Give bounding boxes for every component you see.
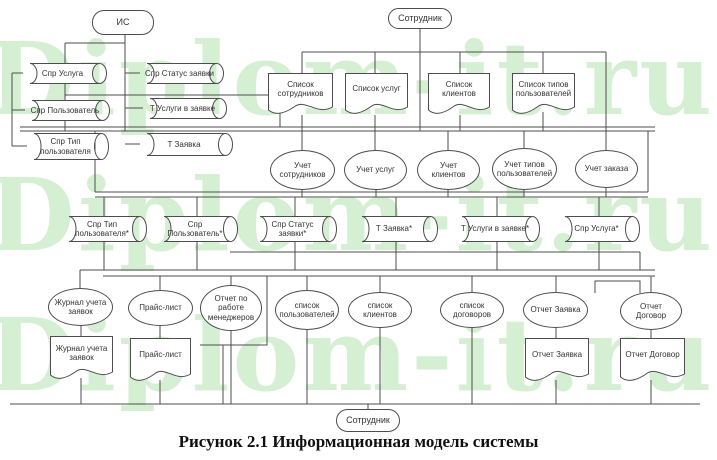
node-label: Журнал учета заявок [55,343,108,362]
cylinder-shape [146,63,224,84]
node-label: Учет услуг [356,165,395,175]
document-shape [428,73,490,114]
cylinder-shape [149,98,227,119]
node-spr-status-zayavki-2: Спр Статус заявки* [253,216,337,242]
node-t-zayavka: Т Заявка [140,133,233,156]
node-t-uslugi-v-zayavke: Т Услуги в заявке [143,98,227,119]
cylinder-shape [33,133,109,160]
node-label: Отчет Договор [625,350,680,360]
node-label: Прайс-лист [139,303,182,313]
node-label: Сотрудник [398,13,442,24]
node-label: Список услуг [352,84,401,94]
cylinder-shape [564,216,640,242]
node-label: Спр Тип пользователя* [75,219,129,238]
node-prajs-list: Прайс-лист [128,290,193,326]
node-spisok-uslug: Список услуг [345,73,408,115]
node-label: Спр Услуга* [574,224,619,234]
node-label: Журнал учета заявок [54,297,107,316]
node-label: список пользователей [279,300,335,319]
node-label: Спр Услуга [41,68,84,78]
document-shape [50,336,113,379]
cylinder-shape [461,216,540,242]
node-spisok-tipov-polzovatelej: Список типов пользователей [512,73,575,115]
node-label: Учет сотрудников [279,160,326,179]
node-zhurnal-ucheta-zayavok: Журнал учета заявок [48,288,113,326]
node-label: список клиентов [363,300,397,319]
node-spr-usluga-2: Спр Услуга* [558,216,640,242]
node-spr-usluga: Спр Услуга [23,63,107,84]
node-label: Спр Статус заявки* [271,219,314,238]
node-label: Список типов пользователей [515,79,572,98]
node-spisok-klientov-2: список клиентов [348,292,412,328]
cylinder-shape [146,133,233,156]
node-spr-polzovatel-2: Спр Пользователь* [157,216,238,242]
node-label: Спр Пользователь* [167,219,223,238]
node-otchet-dogovor-doc: Отчет Договор [620,338,685,382]
connector-line [594,280,641,293]
node-prajs-list-doc: Прайс-лист [130,338,191,382]
node-uchet-tipov-polzovatelej: Учет типов пользователей [492,148,557,190]
node-spisok-klientov: Список клиентов [428,73,490,115]
node-label: Т Заявка [167,139,201,149]
node-label: Учет клиентов [431,160,466,179]
cylinder-shape [163,216,238,242]
node-zhurnal-ucheta-zayavok-doc: Журнал учета заявок [50,336,113,380]
node-spisok-dogovorov: список договоров [440,292,504,328]
node-uchet-zakaza: Учет заказа [575,150,638,188]
node-label: Т Услуги в заявке [149,103,216,113]
node-label: Учет заказа [584,164,629,174]
node-label: Спр Статус заявки [145,68,214,78]
document-shape [512,73,575,114]
document-shape [268,73,333,114]
node-label: список договоров [452,300,492,319]
node-label: Отчет Договор [635,301,667,320]
node-uchet-sotrudnikov: Учет сотрудников [270,150,335,190]
node-label: Сотрудник [346,415,390,426]
node-spr-tip-polzovatelya-2: Спр Тип пользователя* [62,216,147,242]
node-spr-tip-polzovatelya: Спр Тип пользователя [27,133,109,160]
cylinder-shape [259,216,337,242]
node-otchet-zayavka-doc: Отчет Заявка [525,338,589,382]
node-otchet-dogovor: Отчет Договор [620,292,682,330]
node-label: Список сотрудников [277,79,324,98]
node-spisok-sotrudnikov: Список сотрудников [268,73,333,115]
node-label: ИС [116,17,130,28]
node-uchet-klientov: Учет клиентов [417,150,480,190]
node-label: Отчет Заявка [531,350,583,360]
node-spr-status-zayavki: Спр Статус заявки [140,63,224,84]
node-label: Отчет Заявка [530,305,581,315]
document-shape [130,338,191,381]
document-shape [525,338,589,381]
cylinder-shape [68,216,147,242]
node-spisok-polzovatelej: список пользователей [275,290,339,330]
node-sotrudnik-bottom: Сотрудник [336,409,400,432]
node-otchet-zayavka: Отчет Заявка [523,292,588,328]
node-label: Т Услуги в заявке* [460,224,530,234]
node-otchet-po-rabote-menedzherov: Отчет по работе менеджеров [200,285,262,331]
node-t-uslugi-v-zayavke-2: Т Услуги в заявке* [455,216,540,242]
node-label: Спр Тип пользователя [40,137,91,156]
node-label: Список клиентов [442,79,476,98]
cylinder-shape [361,216,438,242]
connector-line [200,276,268,346]
node-sotrudnik-top: Сотрудник [388,8,452,29]
node-is: ИС [92,10,154,35]
node-label: Учет типов пользователей [496,159,553,178]
node-spr-polzovatel: Спр Пользователь [25,100,110,121]
node-label: Спр Пользователь [30,105,100,115]
node-t-zayavka-2: Т Заявка* [355,216,438,242]
figure-caption: Рисунок 2.1 Информационная модель систем… [178,432,539,451]
cylinder-shape [29,63,107,84]
cylinder-shape [31,100,110,121]
node-uchet-uslug: Учет услуг [344,150,407,190]
document-shape [345,73,408,114]
node-label: Т Заявка* [375,224,413,234]
node-label: Прайс-лист [139,350,182,360]
document-shape [620,338,685,381]
node-label: Отчет по работе менеджеров [207,293,255,322]
